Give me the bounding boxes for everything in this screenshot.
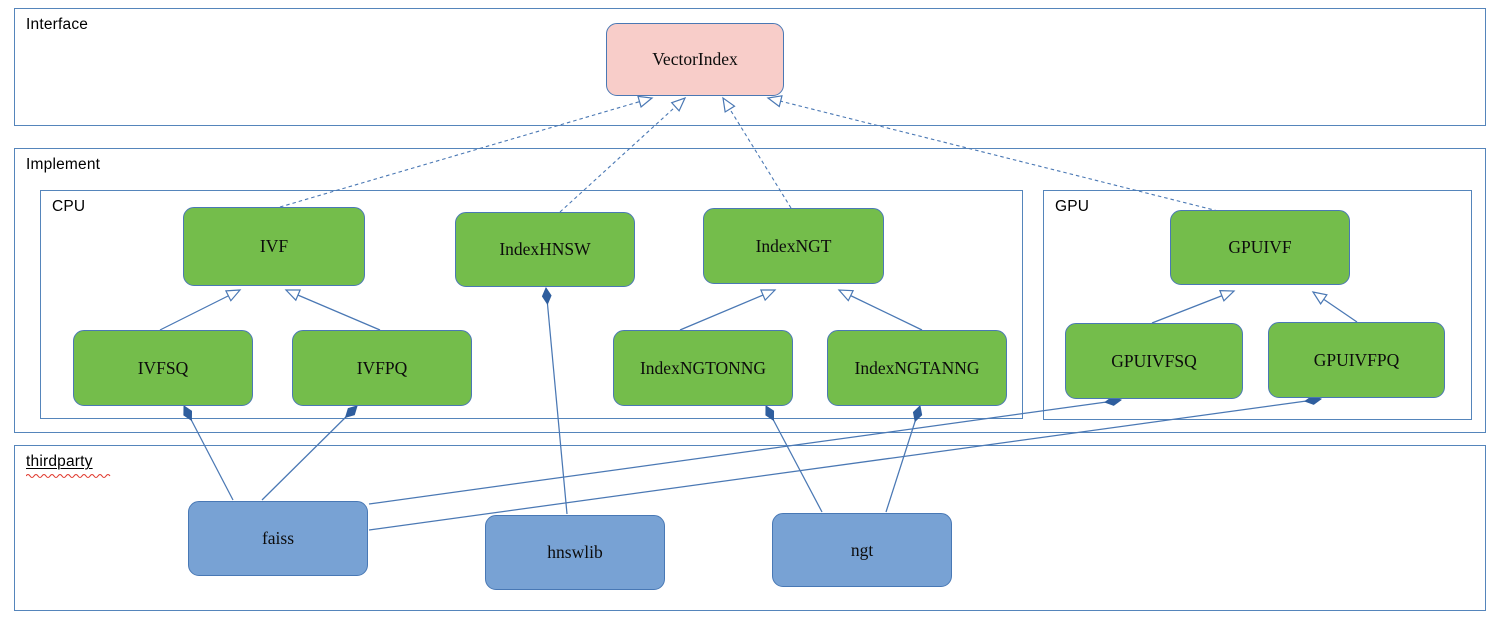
spellcheck-squiggle-icon <box>26 473 111 479</box>
node-indexngt[interactable]: IndexNGT <box>703 208 884 284</box>
section-cpu-label: CPU <box>52 198 86 215</box>
node-ivfpq[interactable]: IVFPQ <box>292 330 472 406</box>
node-gpuivf-label: GPUIVF <box>1228 237 1292 257</box>
node-ngt[interactable]: ngt <box>772 513 952 587</box>
node-indexhnsw[interactable]: IndexHNSW <box>455 212 635 287</box>
node-indexhnsw-label: IndexHNSW <box>499 239 591 259</box>
node-ivfsq[interactable]: IVFSQ <box>73 330 253 406</box>
node-indexngtanng[interactable]: IndexNGTANNG <box>827 330 1007 406</box>
node-hnswlib[interactable]: hnswlib <box>485 515 665 590</box>
node-indexngtanng-label: IndexNGTANNG <box>854 357 980 378</box>
node-ivf[interactable]: IVF <box>183 207 365 286</box>
node-vectorindex[interactable]: VectorIndex <box>606 23 784 96</box>
node-ivf-label: IVF <box>259 236 289 256</box>
node-faiss-label: faiss <box>261 528 295 548</box>
node-indexngtonng[interactable]: IndexNGTONNG <box>613 330 793 406</box>
node-gpuivfsq[interactable]: GPUIVFSQ <box>1065 323 1243 399</box>
node-indexngtonng-label: IndexNGTONNG <box>639 357 767 378</box>
node-gpuivfsq-label: GPUIVFSQ <box>1111 350 1197 371</box>
node-hnswlib-label: hnswlib <box>547 542 603 562</box>
node-indexngt-label: IndexNGT <box>755 235 832 256</box>
node-ngt-label: ngt <box>850 539 874 560</box>
section-gpu-label: GPU <box>1055 198 1090 215</box>
section-thirdparty-label: thirdparty <box>26 453 93 470</box>
section-implement-label: Implement <box>26 156 101 173</box>
node-ivfsq-label: IVFSQ <box>137 357 189 378</box>
section-interface-label: Interface <box>26 16 89 33</box>
node-ivfpq-label: IVFPQ <box>356 357 408 378</box>
node-vectorindex-label: VectorIndex <box>652 49 738 69</box>
node-faiss[interactable]: faiss <box>188 501 368 576</box>
node-gpuivf[interactable]: GPUIVF <box>1170 210 1350 285</box>
node-gpuivfpq-label: GPUIVFPQ <box>1313 349 1400 370</box>
node-gpuivfpq[interactable]: GPUIVFPQ <box>1268 322 1445 398</box>
